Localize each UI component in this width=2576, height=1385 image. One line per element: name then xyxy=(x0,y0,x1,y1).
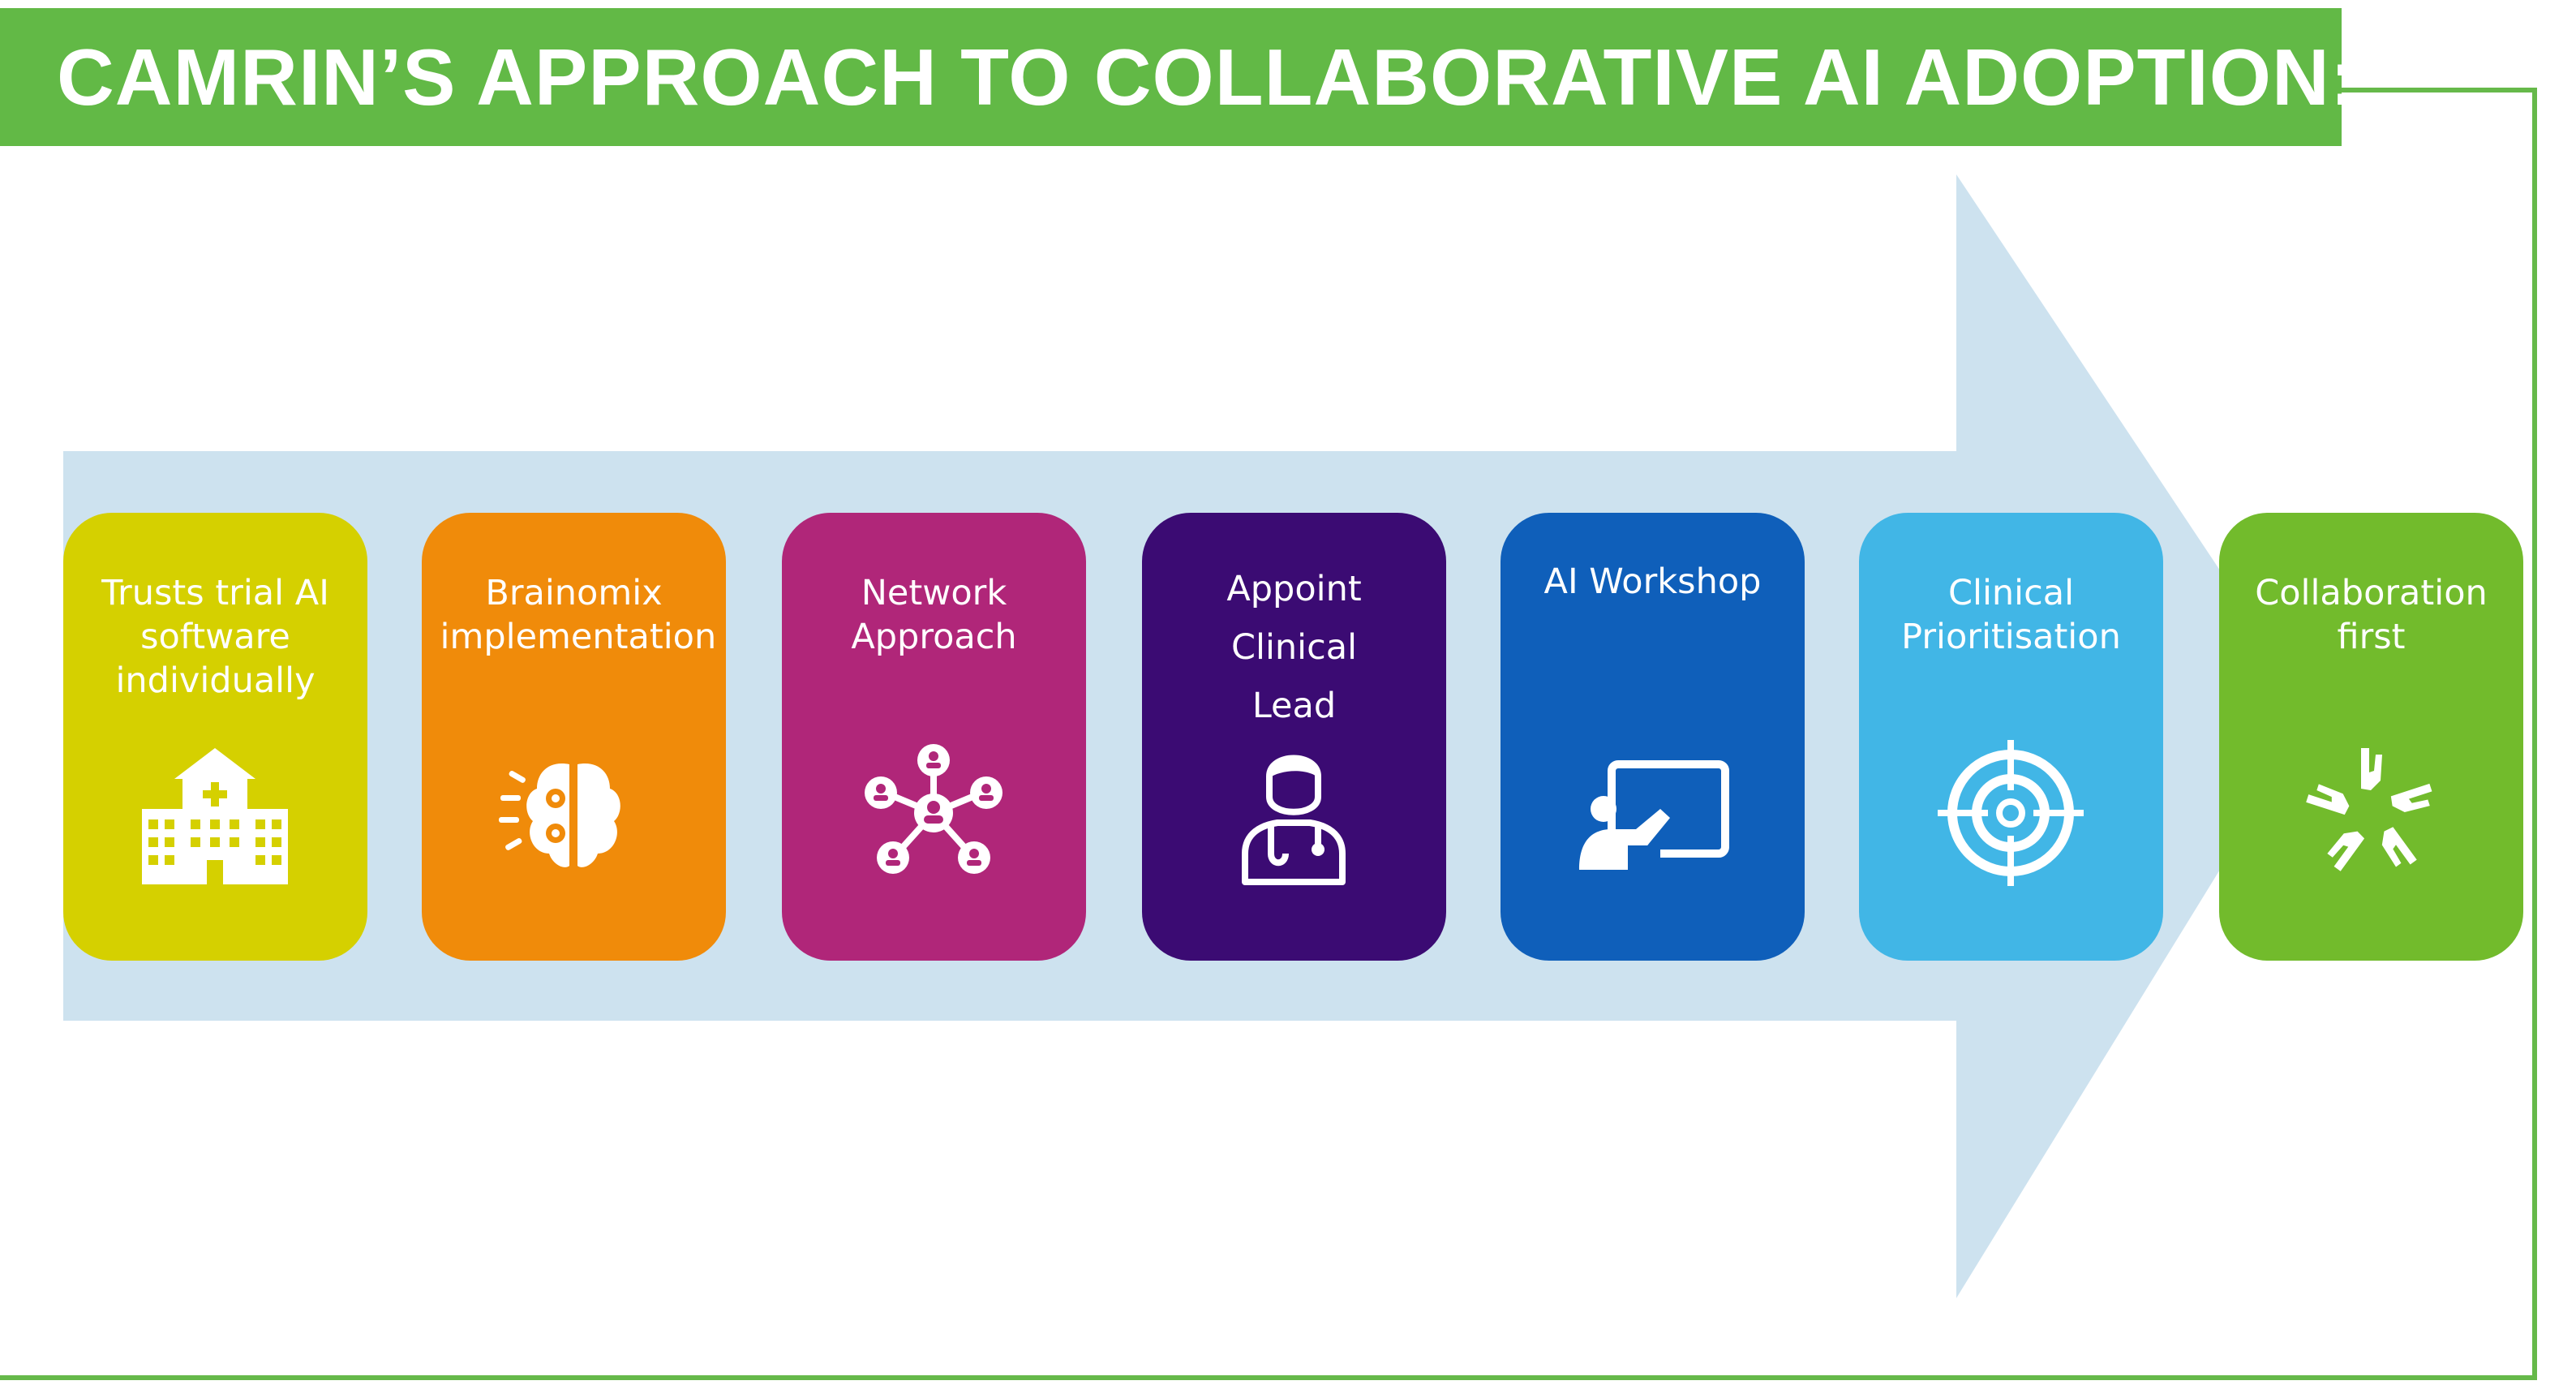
network-icon xyxy=(865,744,1002,874)
step-clinical-prioritisation: Clinical Prioritisation xyxy=(1859,513,2163,961)
frame-top-line xyxy=(2342,88,2537,92)
step-collaboration-first: Collaboration first xyxy=(2219,513,2523,961)
step-ai-workshop: AI Workshop xyxy=(1501,513,1805,961)
step-label: Brainomix implementation xyxy=(440,573,717,657)
step-label: Collaboration first xyxy=(2255,573,2488,657)
step-trusts-trial: Trusts trial AI software individually xyxy=(63,513,367,961)
hands-together-icon xyxy=(2306,748,2432,871)
brain-gears-icon xyxy=(499,763,620,870)
doctor-icon xyxy=(1242,755,1346,885)
target-icon xyxy=(1938,740,2084,886)
presentation-icon xyxy=(1579,760,1729,870)
step-label: Clinical Prioritisation xyxy=(1901,573,2121,657)
step-network: Network Approach xyxy=(782,513,1086,961)
step-label: Network Approach xyxy=(851,573,1017,657)
frame-bottom-line xyxy=(0,1375,2537,1380)
step-label: AI Workshop xyxy=(1543,561,1762,602)
hospital-icon xyxy=(142,748,288,884)
page-title: CAMRIN’S APPROACH TO COLLABORATIVE AI AD… xyxy=(57,32,2358,122)
step-brainomix: Brainomix implementation xyxy=(422,513,726,961)
step-label: Appoint Clinical Lead xyxy=(1226,569,1362,726)
frame-right-line xyxy=(2532,88,2537,1380)
step-label: Trusts trial AI software individually xyxy=(101,573,329,701)
step-clinical-lead: Appoint Clinical Lead xyxy=(1142,513,1446,961)
title-banner: CAMRIN’S APPROACH TO COLLABORATIVE AI AD… xyxy=(0,8,2356,146)
